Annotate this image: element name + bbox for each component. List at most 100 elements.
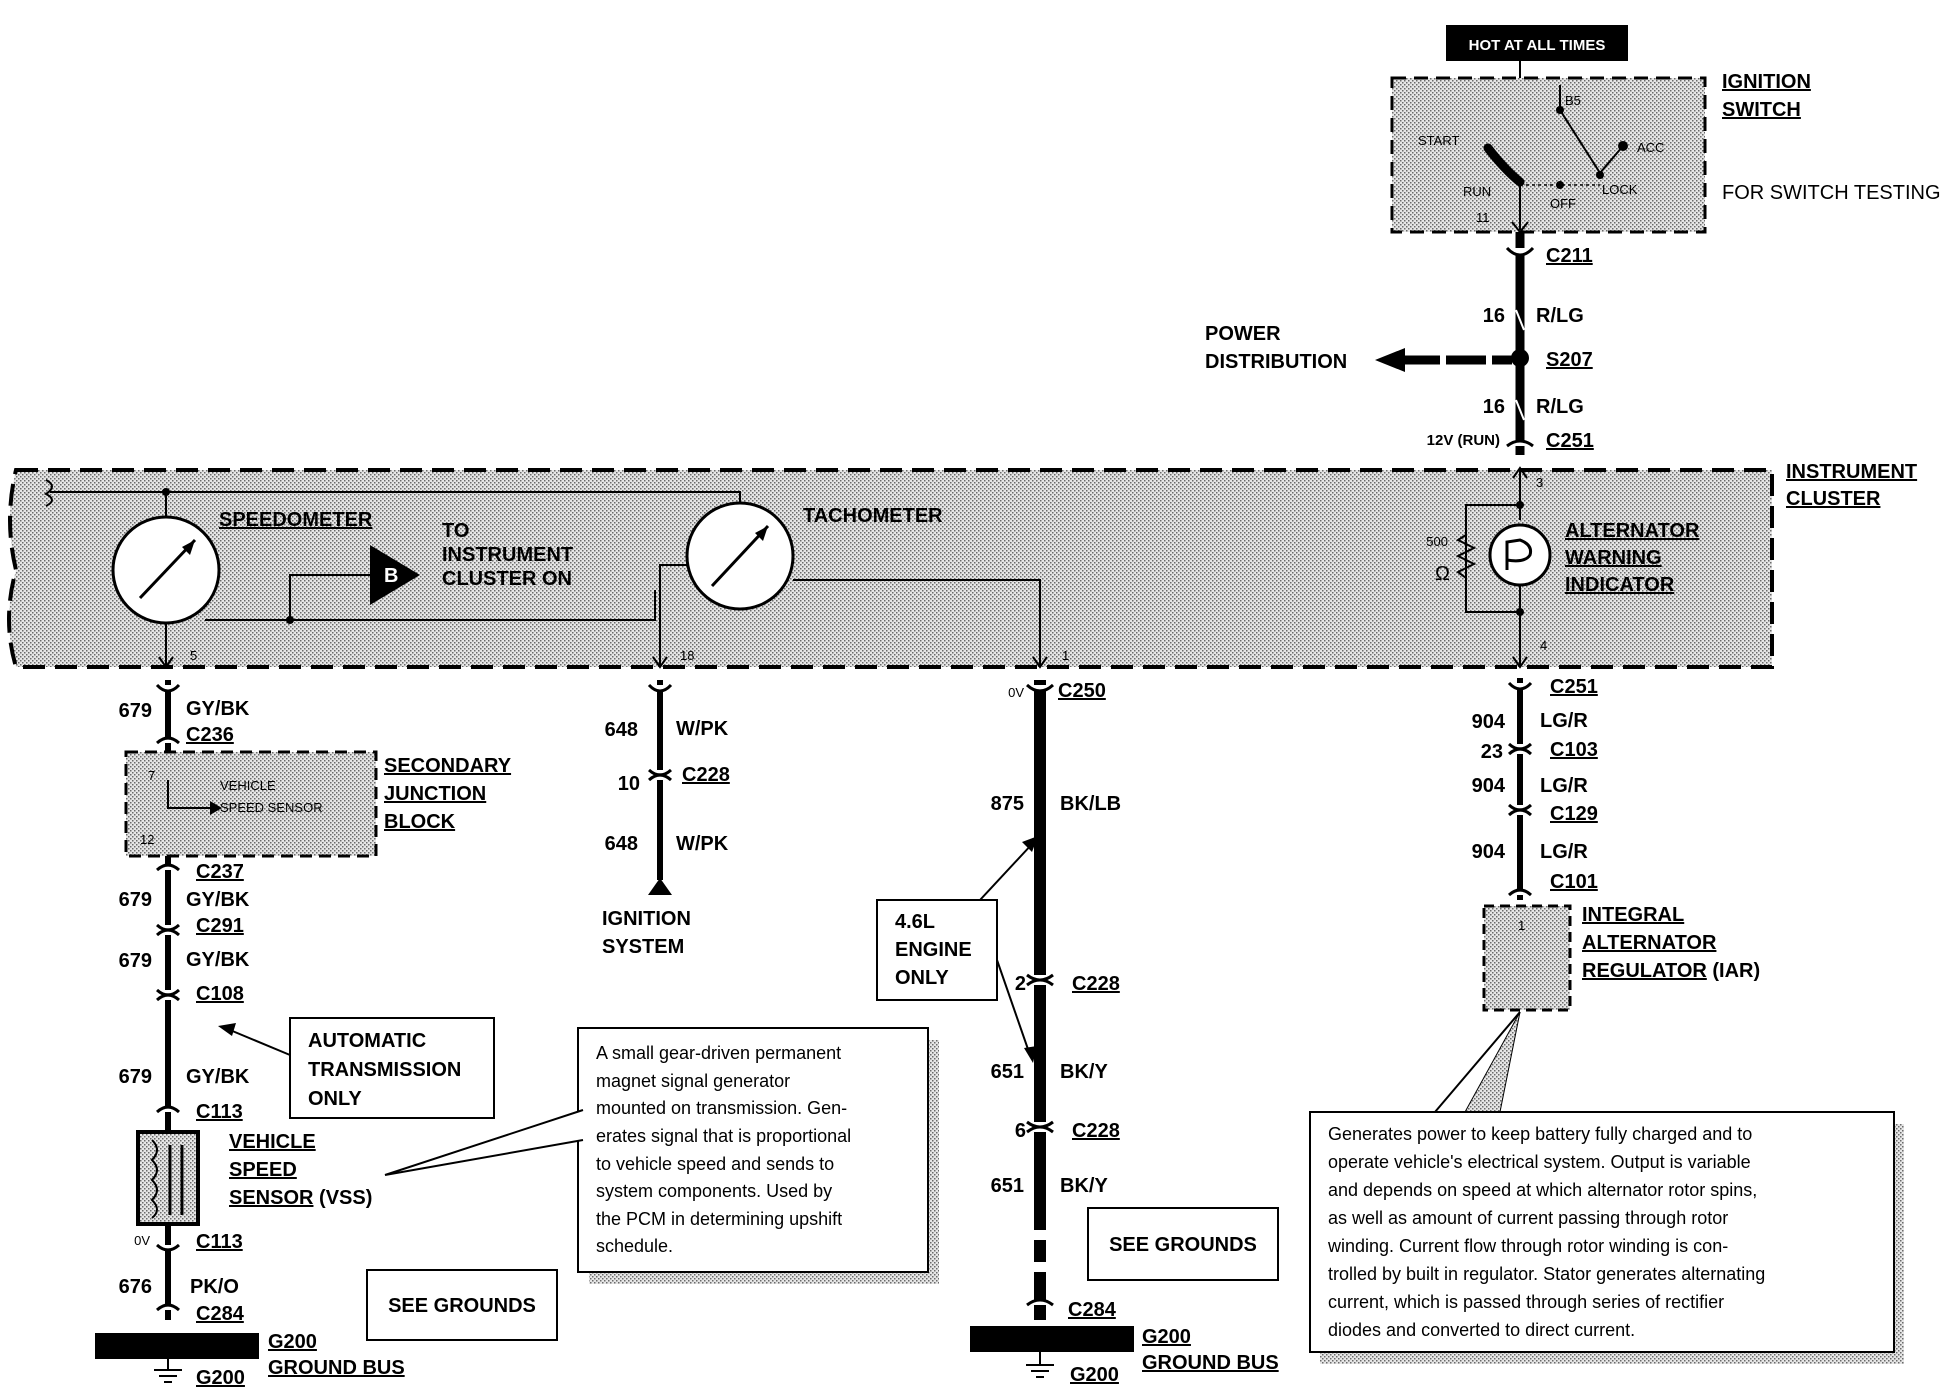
pos-acc: ACC <box>1637 140 1664 155</box>
ground-bus-left <box>95 1333 259 1359</box>
vss-note: A small gear-driven permanent magnet sig… <box>384 1027 939 1284</box>
tach-ground-circuit: 0V C250 875 BK/LB 4.6L ENGINE ONLY 2 C22… <box>876 680 1279 1386</box>
vss-color-5: PK/O <box>190 1276 239 1298</box>
engine-only-3: ONLY <box>895 967 949 989</box>
tach-color-3: BK/Y <box>1060 1175 1108 1197</box>
c228b-label: C228 <box>1072 1120 1120 1142</box>
sjb-pin-7: 7 <box>148 768 155 783</box>
g200-left-1: G200 <box>268 1331 317 1353</box>
iar-note-line-7: current, which is passed through series … <box>1328 1292 1724 1312</box>
ign-system-2: SYSTEM <box>602 936 684 958</box>
instrument-cluster-box <box>7 468 1774 669</box>
pos-lock: LOCK <box>1602 182 1638 197</box>
pos-run: RUN <box>1463 184 1491 199</box>
ignition-switch-box <box>1390 76 1707 234</box>
c101-label: C101 <box>1550 871 1598 893</box>
iar-note-line-2: operate vehicle's electrical system. Out… <box>1328 1152 1751 1172</box>
ign-color-2: W/PK <box>676 833 729 855</box>
sjb-pin-12: 12 <box>140 832 154 847</box>
tach-cavity-a: 2 <box>1015 973 1026 995</box>
c103-label: C103 <box>1550 739 1598 761</box>
s207-label: S207 <box>1546 349 1593 371</box>
vss-note-line-3: mounted on transmission. Gen- <box>596 1098 847 1118</box>
c284-center-label: C284 <box>1068 1299 1117 1321</box>
ohm-symbol: Ω <box>1435 563 1450 585</box>
ground-bus-center <box>970 1326 1134 1352</box>
iar-title-1: INTEGRAL <box>1582 904 1684 926</box>
sjb-title-3: BLOCK <box>384 811 456 833</box>
pin-11: 11 <box>1476 210 1490 225</box>
c228a-label: C228 <box>1072 973 1120 995</box>
see-grounds-center-label: SEE GROUNDS <box>1109 1234 1257 1256</box>
c113b-label: C113 <box>196 1231 243 1253</box>
tach-gauge-1: 875 <box>991 793 1024 815</box>
iar-circuit: C251 904 LG/R 23 C103 904 LG/R C129 904 … <box>1472 676 1760 1012</box>
resistor-value: 500 <box>1426 534 1448 549</box>
vss-gauge-2: 679 <box>119 889 152 911</box>
feed-gauge-1: 16 <box>1483 305 1505 327</box>
ign-arrow <box>648 878 672 895</box>
c236-label: C236 <box>186 724 234 746</box>
instrument-cluster: INSTRUMENT CLUSTER SPEEDOMETER B TO INST… <box>7 461 1917 669</box>
iar-title-3-4: REGULATOR (IAR) <box>1582 960 1760 982</box>
tachometer-label: TACHOMETER <box>803 505 943 527</box>
b-marker-label: B <box>384 565 398 587</box>
iar-note-line-6: trolled by built in regulator. Stator ge… <box>1328 1264 1765 1284</box>
iar-color-1: LG/R <box>1540 710 1588 732</box>
vss-note-box <box>577 1027 929 1273</box>
pos-off: OFF <box>1550 196 1576 211</box>
iar-color-3: LG/R <box>1540 841 1588 863</box>
vss-gauge-3: 679 <box>119 950 152 972</box>
vss-title-2: SPEED <box>229 1159 297 1181</box>
vss-note-line-8: schedule. <box>596 1236 673 1256</box>
vss-color-3: GY/BK <box>186 949 250 971</box>
vss-title-1: VEHICLE <box>229 1131 316 1153</box>
feed-circuit: C211 16 R/LG S207 16 R/LG 12V (RUN) C251… <box>1205 232 1594 455</box>
to-instrument-1: TO <box>442 520 469 542</box>
g200-center-1: G200 <box>1142 1326 1191 1348</box>
c108-label: C108 <box>196 983 244 1005</box>
see-grounds-center <box>1087 1207 1279 1281</box>
cluster-title-1: INSTRUMENT <box>1786 461 1917 483</box>
iar-gauge-3: 904 <box>1472 841 1506 863</box>
pin-1: 1 <box>1062 648 1069 663</box>
vss-color-1: GY/BK <box>186 698 250 720</box>
ignition-title-1: IGNITION <box>1722 71 1811 93</box>
tach-zero-v: 0V <box>1008 685 1024 700</box>
speedometer-label: SPEEDOMETER <box>219 509 373 531</box>
c284-left-label: C284 <box>196 1303 245 1325</box>
vehicle-speed-sensor <box>136 1130 200 1226</box>
ign-gauge-1: 648 <box>605 719 638 741</box>
pin-5: 5 <box>190 648 197 663</box>
tach-color-2: BK/Y <box>1060 1061 1108 1083</box>
vss-note-line-7: the PCM in determining upshift <box>596 1209 842 1229</box>
alt-warning-2: WARNING <box>1565 547 1662 569</box>
c211-label: C211 <box>1546 245 1593 267</box>
ignition-switch: HOT AT ALL TIMES B5 START ACC RUN OFF LO… <box>1390 25 1941 234</box>
tach-color-1: BK/LB <box>1060 793 1121 815</box>
pin-4: 4 <box>1540 638 1547 653</box>
iar-title-2: ALTERNATOR <box>1582 932 1717 954</box>
hot-at-all-times-box <box>1446 25 1628 61</box>
iar-note-line-4: as well as amount of current passing thr… <box>1328 1208 1728 1228</box>
vss-zero-v: 0V <box>134 1233 150 1248</box>
pos-start: START <box>1418 133 1459 148</box>
switch-testing-note: FOR SWITCH TESTING <box>1722 182 1941 204</box>
vss-circuit: 679 GY/BK C236 7 12 VEHICLE SPEED SENSOR… <box>95 680 558 1389</box>
ignition-title-2: SWITCH <box>1722 99 1801 121</box>
tach-gauge-2: 651 <box>991 1061 1024 1083</box>
ign-color-1: W/PK <box>676 718 729 740</box>
iar-note-line-1: Generates power to keep battery fully ch… <box>1328 1124 1752 1144</box>
c291-label: C291 <box>196 915 244 937</box>
resistor-500 <box>1455 534 1477 579</box>
ign-gauge-2: 648 <box>605 833 638 855</box>
iar-gauge-2: 904 <box>1472 775 1506 797</box>
iar-note-line-8: diodes and converted to direct current. <box>1328 1320 1635 1340</box>
vss-color-4: GY/BK <box>186 1066 250 1088</box>
feed-color-1: R/LG <box>1536 305 1584 327</box>
sjb-inner-2: SPEED SENSOR <box>220 800 323 815</box>
sjb-inner-1: VEHICLE <box>220 778 276 793</box>
pos-b5: B5 <box>1565 93 1581 108</box>
c113a-label: C113 <box>196 1101 243 1123</box>
